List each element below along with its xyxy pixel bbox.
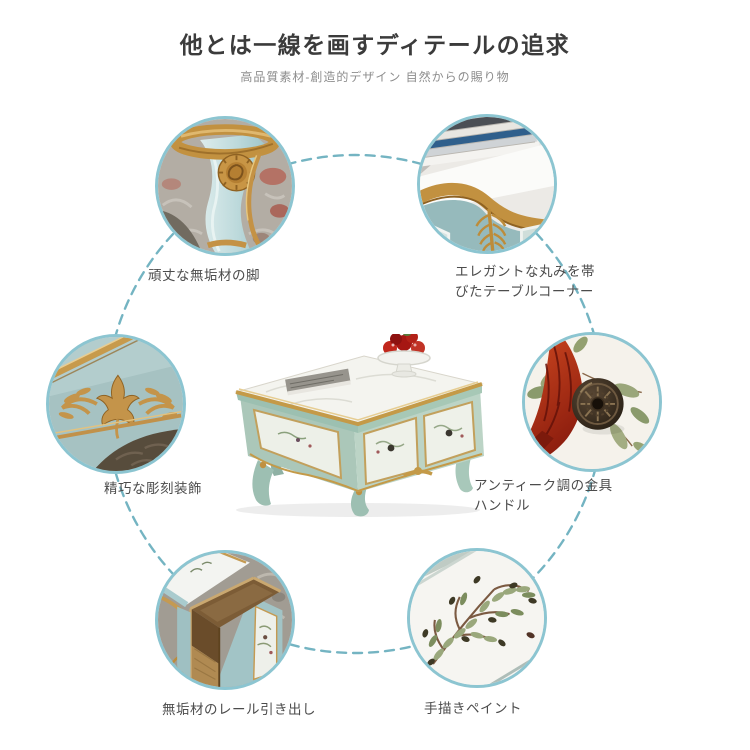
feature-circle-rounded-corner <box>417 114 557 254</box>
table-corner-photo <box>420 117 554 251</box>
table-leg-photo <box>158 119 292 253</box>
feature-circle-solid-wood-leg <box>155 116 295 256</box>
feature-label-carved-ornament: 精巧な彫刻装飾 <box>104 481 202 496</box>
carved-ornament-photo <box>49 337 183 471</box>
page-title: 他とは一線を画すディテールの追求 <box>179 32 571 58</box>
feature-circle-rail-drawer <box>155 550 295 690</box>
feature-label-rail-drawer: 無垢材のレール引き出し <box>162 702 316 717</box>
hand-paint-photo <box>410 551 544 685</box>
coffee-table-illustration <box>234 334 484 517</box>
feature-label-solid-wood-leg: 頑丈な無垢材の脚 <box>148 268 260 283</box>
product-image <box>206 334 504 520</box>
feature-circle-hand-painted <box>407 548 547 688</box>
feature-circle-carved-ornament <box>46 334 186 474</box>
feature-label-antique-handle: アンティーク調の金具 ハンドル <box>474 478 613 513</box>
open-drawer-photo <box>158 553 292 687</box>
feature-label-hand-painted: 手描きペイント <box>424 701 522 716</box>
feature-label-rounded-corner: エレガントな丸みを帯 びたテーブルコーナー <box>455 264 595 299</box>
page-subtitle: 高品質素材-創造的デザイン 自然からの賜り物 <box>240 70 510 84</box>
feature-circle-antique-handle <box>522 332 662 472</box>
metal-handle-photo <box>525 335 659 469</box>
